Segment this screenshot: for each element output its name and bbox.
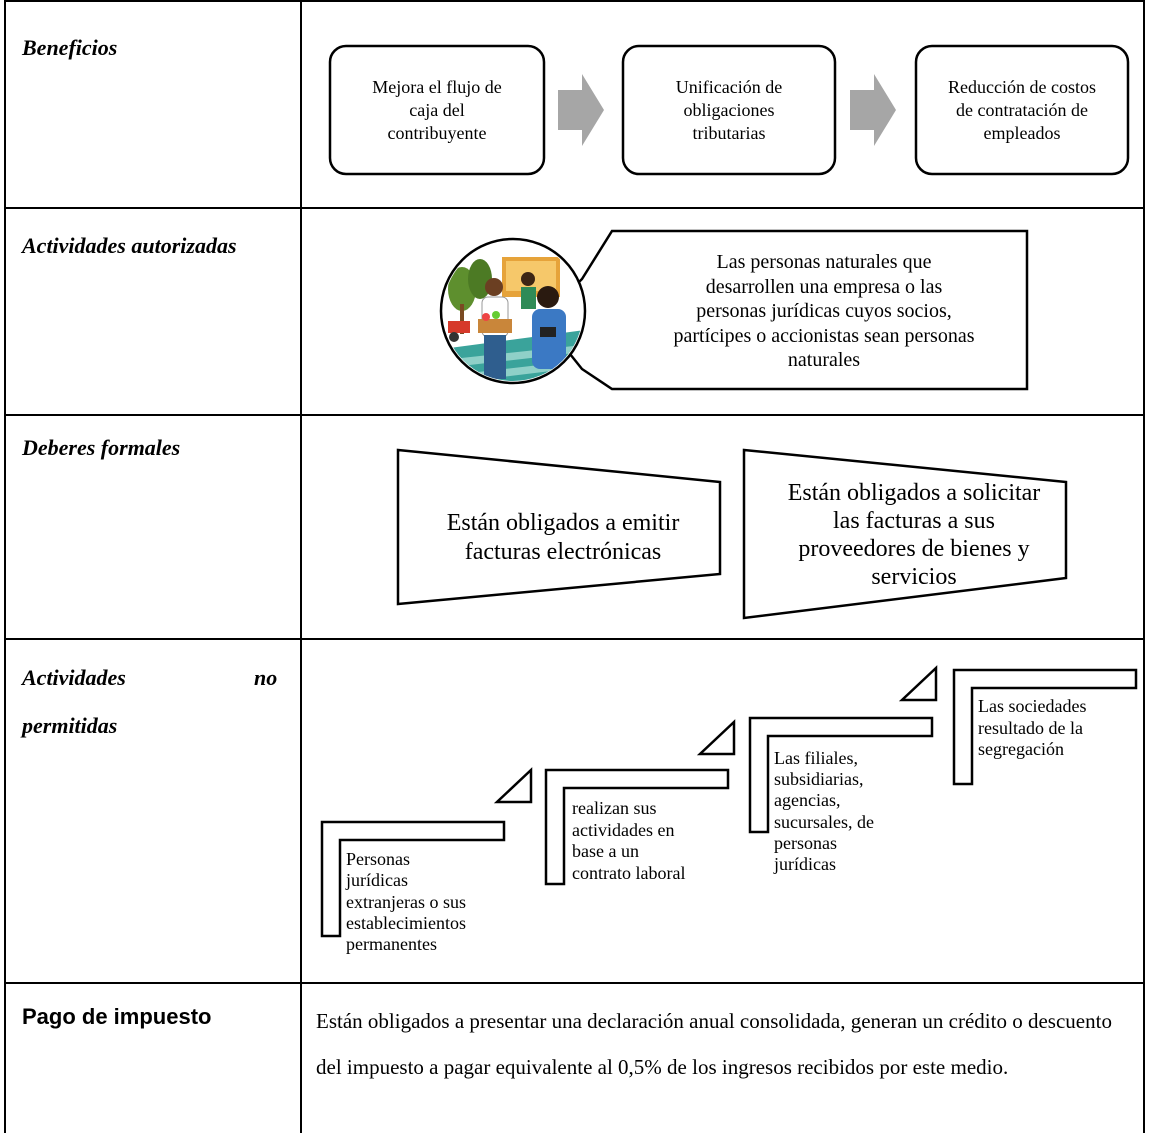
people-market-illustration-icon xyxy=(439,237,587,385)
step-3-line-5: personas xyxy=(774,833,837,853)
actividades-autorizadas-diagram: Las personas naturales que desarrollen u… xyxy=(439,229,1029,391)
row-divider xyxy=(4,638,1145,640)
duty-shape xyxy=(396,448,722,606)
duty-2-line-4: servicios xyxy=(871,564,956,590)
table-border-left xyxy=(4,0,6,1133)
actividades-no-permitidas-diagram: Personas jurídicas extranjeras o sus est… xyxy=(320,665,1138,954)
row-label-actividades-no-permitidas-2: no xyxy=(254,665,278,690)
step-2-line-2: actividades en xyxy=(572,820,674,840)
table-border-right xyxy=(1143,0,1145,1133)
step-bracket xyxy=(748,716,934,834)
duty-1-line-1: Están obligados a emitir xyxy=(447,510,680,536)
step-4-line-3: segregación xyxy=(978,739,1064,759)
step-2-line-4: contrato laboral xyxy=(572,863,685,883)
duty-shape xyxy=(742,448,1068,620)
row-divider xyxy=(4,982,1145,984)
benefit-box-1-line-1: Mejora el flujo de xyxy=(372,77,501,97)
callout-line-2: desarrollen una empresa o las xyxy=(706,276,943,298)
callout-line-5: naturales xyxy=(788,349,860,371)
benefit-box-3-line-2: de contratación de xyxy=(956,100,1088,120)
row-label-beneficios: Beneficios xyxy=(22,35,118,60)
step-bracket xyxy=(952,668,1138,786)
benefit-box-1-line-3: contribuyente xyxy=(388,123,487,143)
step-triangle-icon xyxy=(898,665,938,702)
duty-1-line-2: facturas electrónicas xyxy=(465,539,662,565)
step-triangle-icon xyxy=(493,767,533,804)
step-bracket xyxy=(544,768,730,886)
step-4-line-1: Las sociedades xyxy=(978,696,1086,716)
step-3-line-1: Las filiales, xyxy=(774,748,858,768)
step-1-line-4: establecimientos xyxy=(346,913,466,933)
callout-line-3: personas jurídicas cuyos socios, xyxy=(696,300,952,322)
benefit-box-2-line-1: Unificación de xyxy=(676,77,782,97)
benefit-box-3-line-1: Reducción de costos xyxy=(948,77,1096,97)
step-1-line-2: jurídicas xyxy=(345,870,408,890)
arrow-right-icon xyxy=(850,74,896,146)
row-label-actividades-no-permitidas-1: Actividades xyxy=(22,665,126,690)
step-3-line-3: agencias, xyxy=(774,790,840,810)
benefit-box xyxy=(914,44,1130,176)
column-divider xyxy=(300,0,302,1133)
step-1-line-5: permanentes xyxy=(346,934,437,954)
benefit-box-2-line-2: obligaciones xyxy=(684,100,775,120)
benefit-box-1-line-2: caja del xyxy=(409,100,464,120)
step-triangle-icon xyxy=(696,719,736,756)
step-3-line-6: jurídicas xyxy=(773,854,836,874)
row-label-actividades-no-permitidas-3: permitidas xyxy=(22,713,118,738)
duty-2-line-3: proveedores de bienes y xyxy=(798,536,1029,562)
duty-2-line-2: las facturas a sus xyxy=(833,508,995,534)
duty-2-line-1: Están obligados a solicitar xyxy=(788,480,1041,506)
step-bracket xyxy=(320,820,506,938)
beneficios-diagram: Mejora el flujo de caja del contribuyent… xyxy=(328,44,1130,176)
row-divider xyxy=(4,207,1145,209)
arrow-right-icon xyxy=(558,74,604,146)
step-2-line-3: base a un xyxy=(572,841,639,861)
callout-line-4: partícipes o accionistas sean personas xyxy=(673,325,974,347)
benefit-box-3-line-3: empleados xyxy=(984,123,1061,143)
step-2-line-1: realizan sus xyxy=(572,798,656,818)
row-label-actividades-autorizadas: Actividades autorizadas xyxy=(22,233,237,258)
step-3-line-2: subsidiarias, xyxy=(774,769,864,789)
pago-impuesto-text: Están obligados a presentar una declarac… xyxy=(316,1009,1112,1079)
step-4-line-2: resultado de la xyxy=(978,718,1083,738)
table-border-top xyxy=(4,0,1145,2)
step-3-line-4: sucursales, de xyxy=(774,812,874,832)
row-divider xyxy=(4,414,1145,416)
benefit-box-2-line-3: tributarias xyxy=(693,123,766,143)
row-label-pago-impuesto: Pago de impuesto xyxy=(22,1004,212,1029)
row-label-deberes-formales: Deberes formales xyxy=(22,435,181,460)
step-1-line-1: Personas xyxy=(346,849,410,869)
callout-line-1: Las personas naturales que xyxy=(717,251,932,273)
benefit-box xyxy=(328,44,546,176)
benefit-box xyxy=(621,44,837,176)
step-1-line-3: extranjeras o sus xyxy=(346,892,466,912)
deberes-formales-diagram: Están obligados a emitir facturas electr… xyxy=(396,448,1068,620)
